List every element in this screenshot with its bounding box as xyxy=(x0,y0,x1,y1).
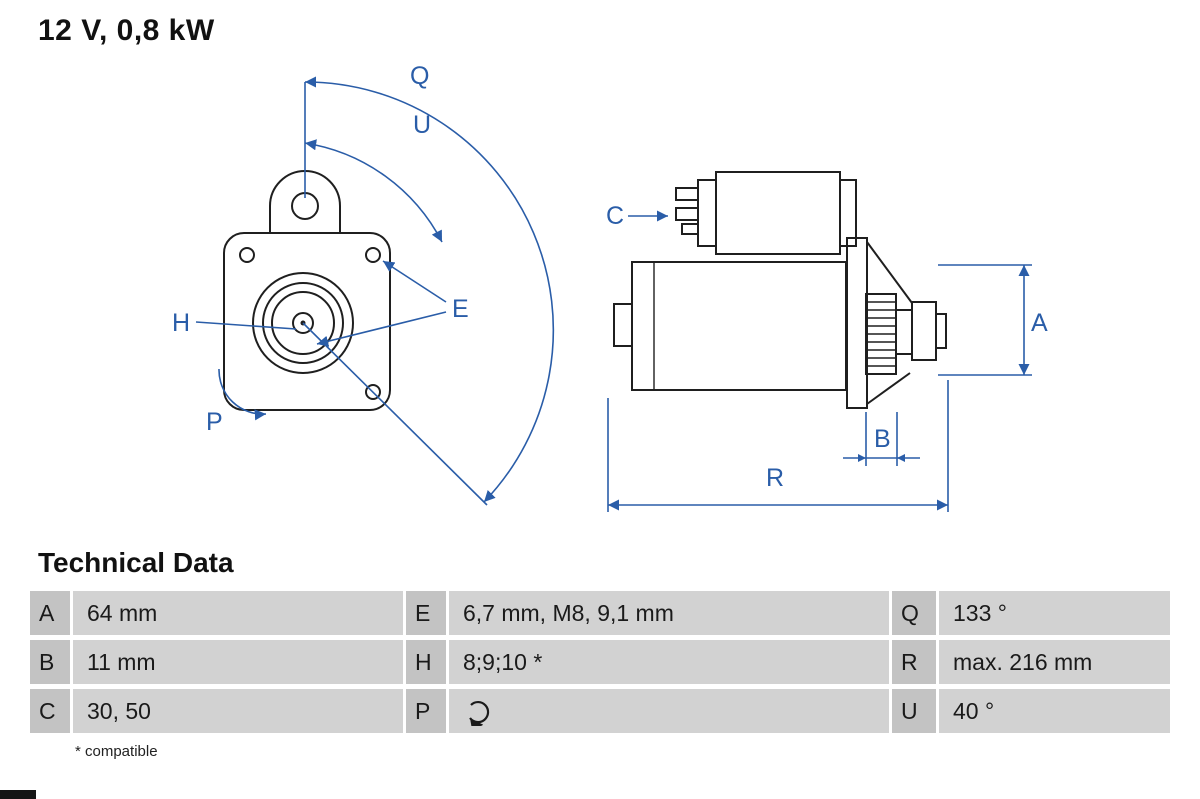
bottom-left-mark xyxy=(0,790,36,799)
dimension-label-b: B xyxy=(874,425,891,453)
dimension-label-q: Q xyxy=(410,62,429,90)
front-view xyxy=(223,170,391,411)
table-row: C 30, 50 P U 40 ° xyxy=(30,689,1170,733)
terminal-stud-bottom xyxy=(675,207,699,221)
body-left-lug xyxy=(613,303,633,347)
side-view xyxy=(613,171,947,409)
page-title: 12 V, 0,8 kW xyxy=(38,14,215,47)
dimension-label-a: A xyxy=(1031,309,1048,337)
pinion-gear xyxy=(865,293,897,375)
tech-key-b: B xyxy=(30,640,70,684)
dimension-label-r: R xyxy=(766,464,784,492)
tech-key-u: U xyxy=(892,689,936,733)
tech-key-h: H xyxy=(406,640,446,684)
dimensions: Q U E H P C A xyxy=(172,62,1048,512)
solenoid xyxy=(715,171,841,255)
drive-shaft xyxy=(895,309,913,355)
technical-data-heading: Technical Data xyxy=(38,547,234,578)
table-row: A 64 mm E 6,7 mm, M8, 9,1 mm Q 133 ° xyxy=(30,591,1170,635)
dimension-label-p: P xyxy=(206,408,223,436)
tech-value-p xyxy=(449,689,889,733)
dimension-label-u: U xyxy=(413,111,431,139)
drive-nose xyxy=(911,301,937,361)
tech-value-b: 11 mm xyxy=(73,640,403,684)
technical-data-table: A 64 mm E 6,7 mm, M8, 9,1 mm Q 133 ° B 1… xyxy=(30,591,1170,733)
tech-value-c: 30, 50 xyxy=(73,689,403,733)
dimension-label-h: H xyxy=(172,309,190,337)
tech-key-c: C xyxy=(30,689,70,733)
tech-key-q: Q xyxy=(892,591,936,635)
technical-drawing: Q U E H P C A xyxy=(172,62,1048,512)
motor-body xyxy=(631,261,847,391)
bolt-hole-top-right xyxy=(365,247,381,263)
tech-value-a: 64 mm xyxy=(73,591,403,635)
tech-value-u: 40 ° xyxy=(939,689,1170,733)
compatibility-footnote: * compatible xyxy=(75,743,158,760)
tech-value-q: 133 ° xyxy=(939,591,1170,635)
tech-key-r: R xyxy=(892,640,936,684)
tech-key-p: P xyxy=(406,689,446,733)
tech-value-h: 8;9;10 * xyxy=(449,640,889,684)
dimension-label-e: E xyxy=(452,295,469,323)
technical-data-section: Technical Data A 64 mm E 6,7 mm, M8, 9,1… xyxy=(0,545,1200,760)
u-arc xyxy=(304,139,443,243)
p-rotation-arrow xyxy=(218,368,267,421)
tech-value-e: 6,7 mm, M8, 9,1 mm xyxy=(449,591,889,635)
tech-key-a: A xyxy=(30,591,70,635)
drive-tip xyxy=(935,313,947,349)
terminal-stud-top xyxy=(675,187,699,201)
table-row: B 11 mm H 8;9;10 * R max. 216 mm xyxy=(30,640,1170,684)
rotation-direction-icon xyxy=(469,700,490,726)
tech-value-r: max. 216 mm xyxy=(939,640,1170,684)
mounting-flange-edge xyxy=(846,237,868,409)
q-arc xyxy=(304,76,555,503)
tech-key-e: E xyxy=(406,591,446,635)
dimension-label-c: C xyxy=(606,202,624,230)
bolt-hole-top-left xyxy=(239,247,255,263)
